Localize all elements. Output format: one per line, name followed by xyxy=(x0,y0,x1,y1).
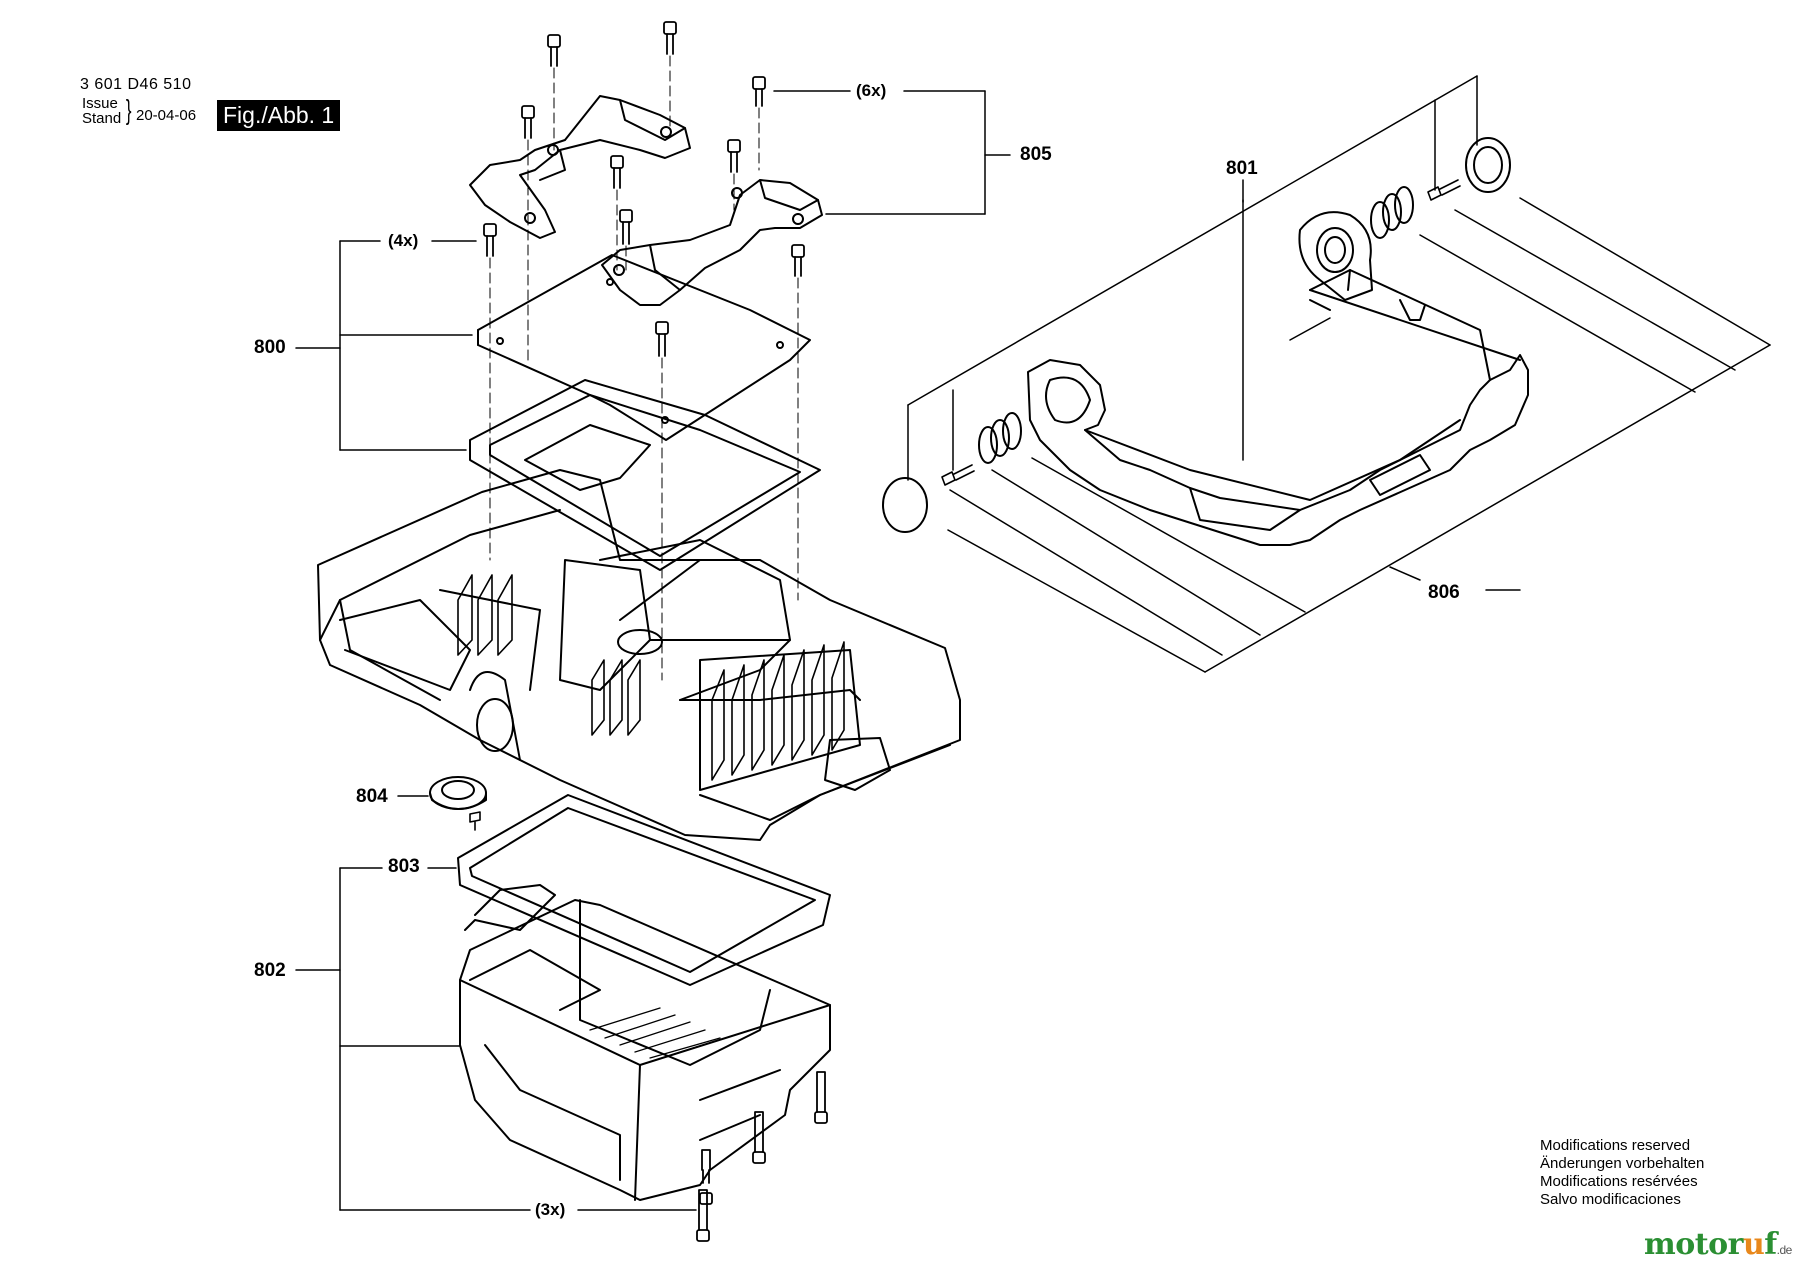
cover-plate xyxy=(477,254,811,441)
screw xyxy=(699,1149,713,1205)
part-label-806: 806 xyxy=(1428,582,1460,603)
spring-right xyxy=(1370,186,1414,239)
screw xyxy=(696,1189,710,1242)
cap-804 xyxy=(429,776,487,810)
screw xyxy=(791,244,805,277)
screw-group-bottom xyxy=(696,1071,828,1242)
quantity-label-6x: (6x) xyxy=(856,81,887,100)
logo-part-d: f xyxy=(1764,1227,1777,1262)
part-label-801: 801 xyxy=(1226,158,1258,179)
document-number: 3 601 D46 510 xyxy=(80,76,192,93)
callout-802 xyxy=(295,867,697,1211)
part-label-805: 805 xyxy=(1020,144,1052,165)
gasket-frame xyxy=(469,379,821,571)
screw xyxy=(483,223,497,257)
pin-right xyxy=(1427,179,1461,201)
notice-line-de: Änderungen vorbehalten xyxy=(1540,1155,1705,1172)
issue-label-en: Issue xyxy=(82,95,118,112)
quantity-label-3x: (3x) xyxy=(535,1200,566,1219)
screw xyxy=(814,1071,828,1124)
callout-801-806 xyxy=(907,75,1771,673)
cooling-fins-center xyxy=(591,659,641,736)
notice-line-en: Modifications reserved xyxy=(1540,1137,1691,1154)
logo-tld: .de xyxy=(1776,1243,1793,1257)
notice-line-fr: Modifications resérvées xyxy=(1540,1173,1698,1190)
issue-label-de: Stand xyxy=(82,110,122,127)
screw xyxy=(752,1111,766,1164)
main-housing xyxy=(317,469,961,841)
end-cap-right xyxy=(1465,137,1511,193)
bottom-gasket xyxy=(457,794,831,986)
figure-label: Fig./Abb. 1 xyxy=(217,100,341,131)
handle-bracket-right xyxy=(601,179,823,306)
issue-label: Issue Stand xyxy=(82,96,121,126)
bottom-tray xyxy=(459,884,831,1201)
end-cap-left xyxy=(882,477,928,533)
watermark-logo: motoruf.de xyxy=(1644,1227,1792,1262)
screw xyxy=(663,21,677,55)
callout-800 xyxy=(295,240,477,451)
part-label-804: 804 xyxy=(356,786,388,807)
screw xyxy=(619,209,633,245)
screw xyxy=(521,105,535,139)
screw xyxy=(752,76,766,107)
logo-part-a: moto xyxy=(1644,1227,1728,1262)
screw xyxy=(727,139,741,173)
cooling-fins-right xyxy=(711,641,845,781)
part-label-803: 803 xyxy=(388,856,420,877)
screw-group-top xyxy=(483,21,805,357)
issue-date: 20-04-06 xyxy=(136,107,197,124)
alignment-lines xyxy=(489,55,799,681)
tray-inner-slats xyxy=(589,1007,721,1059)
notice-line-es: Salvo modificaciones xyxy=(1540,1191,1681,1208)
screw xyxy=(547,34,561,67)
modifications-notice: Modifications reserved Änderungen vorbeh… xyxy=(1540,1137,1704,1209)
cooling-fins-left xyxy=(457,574,513,656)
small-screw xyxy=(469,811,481,831)
brace-glyph: } xyxy=(125,94,132,125)
callout-805 xyxy=(773,90,1011,215)
handle-pivot-left xyxy=(1298,211,1373,301)
part-label-802: 802 xyxy=(254,960,286,981)
handle-bracket-left xyxy=(469,95,691,239)
screw xyxy=(655,321,669,357)
screw xyxy=(610,155,624,189)
pin-left xyxy=(941,464,975,486)
part-label-800: 800 xyxy=(254,337,286,358)
side-handle xyxy=(1027,269,1529,546)
logo-part-c: u xyxy=(1742,1227,1765,1262)
quantity-label-4x: (4x) xyxy=(388,231,419,250)
logo-part-b: r xyxy=(1727,1227,1744,1262)
spring-left xyxy=(978,412,1022,464)
